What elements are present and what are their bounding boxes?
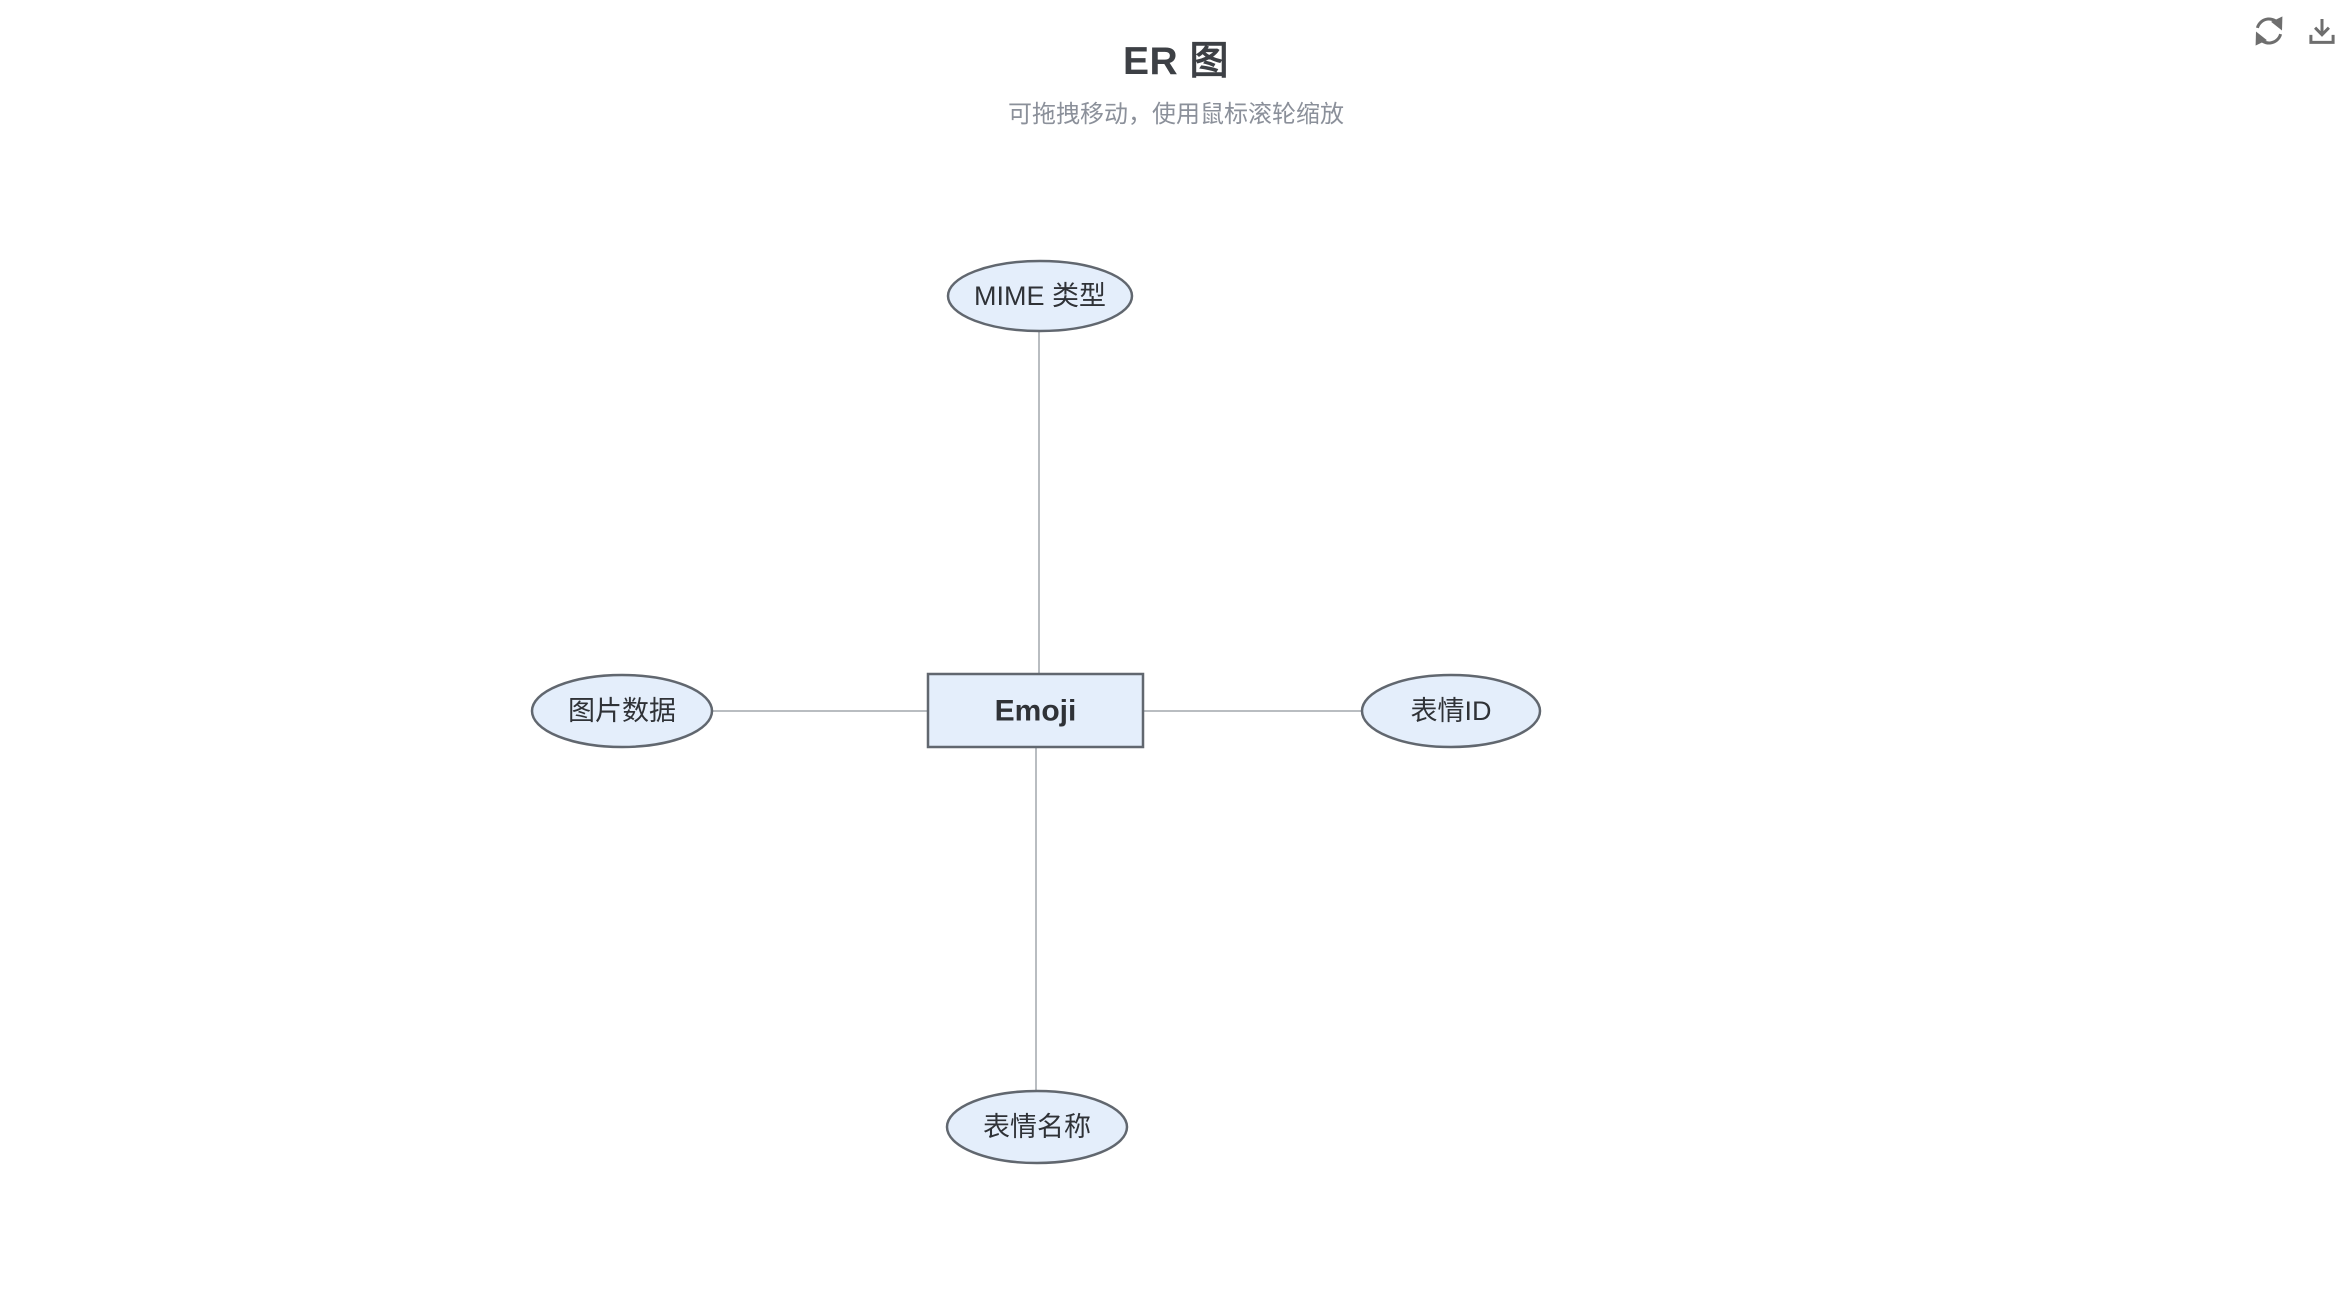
attribute-ellipse bbox=[945, 1089, 1129, 1165]
attribute-node-emoji-id[interactable]: 表情ID bbox=[1360, 673, 1542, 749]
attribute-ellipse bbox=[530, 673, 714, 749]
refresh-button[interactable] bbox=[2250, 12, 2288, 50]
attribute-ellipse bbox=[946, 259, 1134, 333]
attribute-label: 表情ID bbox=[1411, 696, 1492, 726]
attribute-label: 表情名称 bbox=[983, 1112, 1091, 1142]
entity-node-emoji[interactable]: Emoji bbox=[926, 672, 1145, 749]
attribute-node-mime-type[interactable]: MIME 类型 bbox=[946, 259, 1134, 333]
entity-rectangle bbox=[926, 672, 1145, 749]
download-button[interactable] bbox=[2303, 12, 2341, 50]
attribute-label: 图片数据 bbox=[568, 696, 676, 726]
connectors bbox=[712, 331, 1362, 1091]
entity-label: Emoji bbox=[995, 695, 1077, 728]
attribute-node-emoji-name[interactable]: 表情名称 bbox=[945, 1089, 1129, 1165]
attribute-node-image-data[interactable]: 图片数据 bbox=[530, 673, 714, 749]
refresh-icon bbox=[2255, 16, 2283, 46]
attribute-label: MIME 类型 bbox=[974, 281, 1106, 311]
toolbar bbox=[2250, 12, 2341, 50]
download-icon bbox=[2309, 19, 2335, 44]
attribute-ellipse bbox=[1360, 673, 1542, 749]
